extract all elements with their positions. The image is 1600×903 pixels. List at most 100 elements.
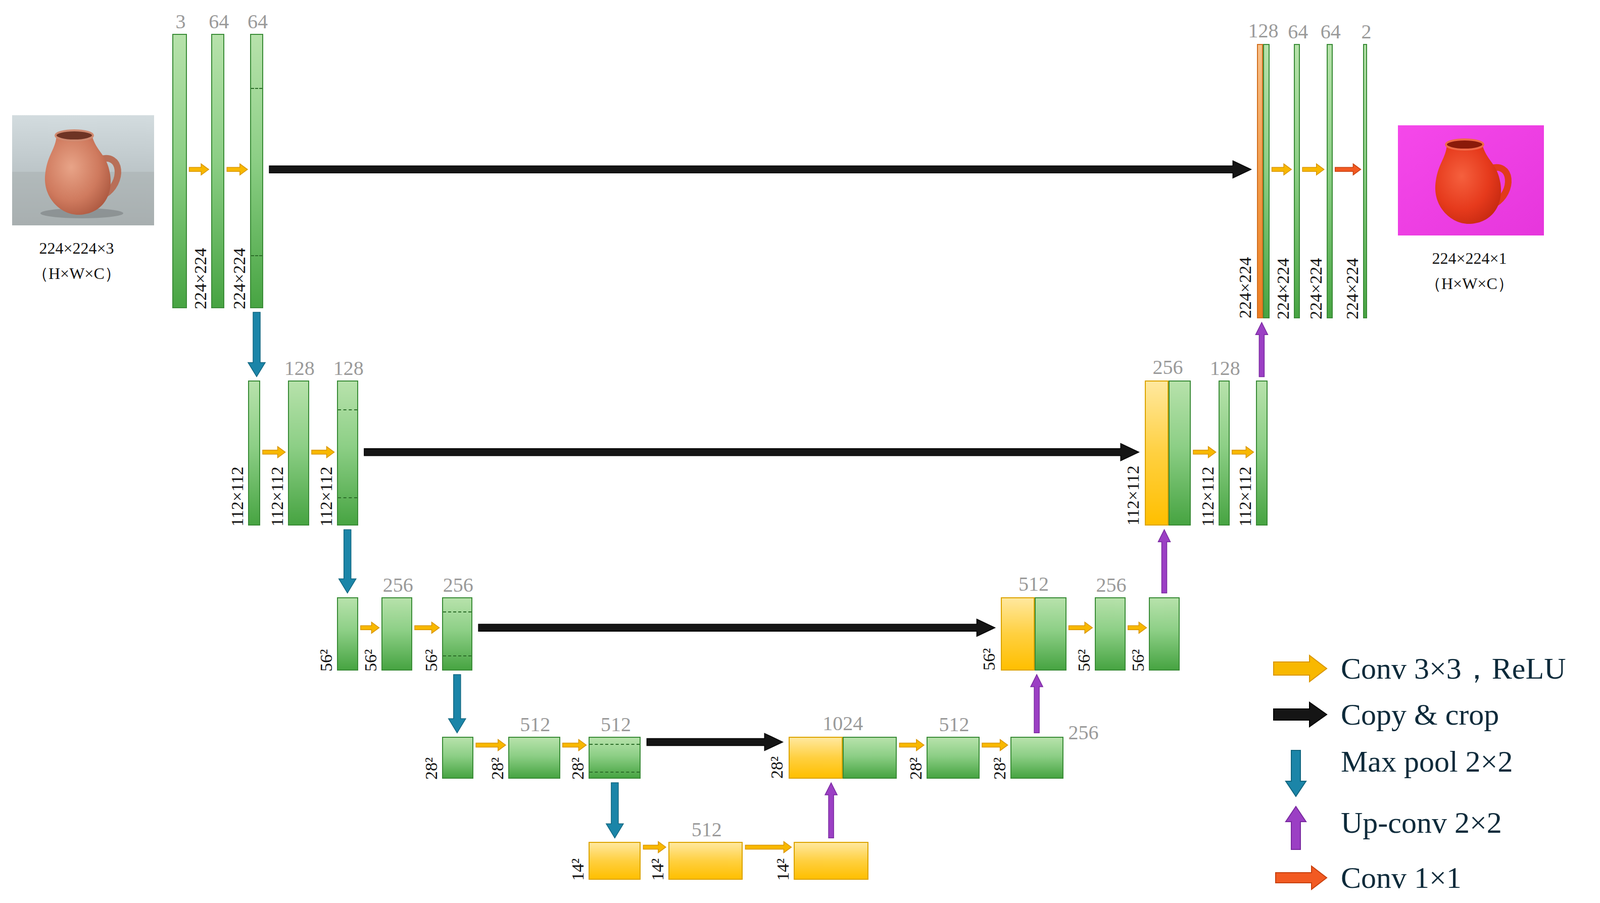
pool-arrow <box>338 529 357 593</box>
conv-arrow <box>899 739 925 751</box>
conv-arrow <box>189 163 210 175</box>
feature-size: 112×112 <box>1236 466 1254 527</box>
legend-conv-arrow <box>1273 655 1327 682</box>
feature-size: 56² <box>1129 649 1147 672</box>
channel-count: 128 <box>333 358 364 379</box>
mask-background <box>1397 125 1544 236</box>
feature-size: 224×224 <box>1274 258 1292 320</box>
crop-line <box>251 87 263 257</box>
feature-size: 224×224 <box>1307 258 1325 320</box>
upconv-arrow <box>1030 674 1043 733</box>
feature-size: 112×112 <box>228 466 247 527</box>
feature-map: 112×112 <box>248 380 261 526</box>
upconv-arrow <box>1158 529 1171 593</box>
conv-arrow <box>226 163 248 175</box>
upconv-arrow <box>1255 322 1268 377</box>
legend-text: Max pool 2×2 <box>1340 746 1514 777</box>
pot-rim <box>55 130 93 141</box>
channel-count: 512 <box>938 714 969 735</box>
feature-size: 56² <box>317 649 335 672</box>
upsampled-feature-map <box>1168 380 1191 526</box>
channel-count: 64 <box>247 11 268 32</box>
feature-size: 112×112 <box>317 466 335 527</box>
conv-arrow <box>1272 163 1292 175</box>
feature-size: 224×224 <box>1343 258 1362 320</box>
conv-arrow <box>262 446 286 458</box>
feature-size: 14² <box>649 858 667 881</box>
feature-map: 56² <box>1148 597 1180 671</box>
upsampled-feature-map <box>1034 597 1067 671</box>
feature-size: 56² <box>422 649 441 672</box>
feature-map: 256112×112 <box>1144 380 1191 526</box>
input-photo <box>12 115 155 226</box>
feature-size: 56² <box>980 648 998 671</box>
image-caption: （H×W×C） <box>1425 275 1514 292</box>
feature-map: 64224×224 <box>250 33 264 309</box>
copied-feature-map <box>1256 43 1264 319</box>
conv-arrow <box>414 621 440 634</box>
conv-arrow <box>982 739 1008 751</box>
feature-size: 28² <box>991 757 1009 780</box>
copy-arrow <box>478 618 995 637</box>
image-caption: （H×W×C） <box>32 265 121 282</box>
channel-count: 64 <box>1320 21 1341 42</box>
feature-map: 28² <box>442 736 474 779</box>
legend-text: Copy & crop <box>1340 699 1499 730</box>
pool-arrow <box>606 782 624 838</box>
legend-text: Up-conv 2×2 <box>1340 807 1502 838</box>
feature-size: 224×224 <box>230 248 249 310</box>
feature-map: 25628² <box>1010 736 1064 779</box>
conv-arrow <box>562 739 587 751</box>
copied-feature-map <box>1144 380 1169 526</box>
feature-map: 51256² <box>1000 597 1066 671</box>
crop-line <box>589 743 640 773</box>
feature-size: 56² <box>362 649 380 672</box>
feature-map: 51228² <box>588 736 641 779</box>
feature-size: 224×224 <box>191 248 210 310</box>
feature-size: 28² <box>569 757 587 780</box>
channel-count: 256 <box>1152 357 1184 378</box>
feature-map: 25656² <box>1094 597 1126 671</box>
feature-map: 64224×224 <box>1293 43 1300 319</box>
channel-count: 256 <box>1068 722 1099 743</box>
channel-count: 256 <box>1095 574 1127 596</box>
image-caption: 224×224×1 <box>1431 250 1507 267</box>
feature-map: 14² <box>588 841 641 880</box>
conv-arrow <box>360 621 380 634</box>
feature-size: 112×112 <box>1199 466 1217 527</box>
copy-arrow <box>269 160 1251 178</box>
channel-count: 2 <box>1361 21 1372 42</box>
copy-arrow <box>646 733 783 751</box>
copy-arrow <box>364 443 1139 461</box>
channel-count: 3 <box>175 11 186 32</box>
crop-line <box>337 409 358 499</box>
legend-upconv-arrow <box>1285 806 1306 850</box>
channel-count: 512 <box>691 819 722 840</box>
feature-size: 14² <box>774 858 792 881</box>
legend-samples <box>1273 655 1327 890</box>
channel-count: 128 <box>1247 20 1279 41</box>
feature-map: 102428² <box>788 736 897 779</box>
conv-arrow <box>1302 163 1325 175</box>
channel-count: 512 <box>519 714 551 735</box>
conv-arrow <box>1128 621 1147 634</box>
channel-count: 1024 <box>822 713 863 734</box>
pool-arrow <box>448 674 466 733</box>
channel-count: 256 <box>382 574 414 596</box>
channel-count: 512 <box>1018 573 1049 595</box>
copied-feature-map <box>788 736 843 779</box>
copied-feature-map <box>1000 597 1035 671</box>
feature-map: 14² <box>793 841 868 880</box>
feature-size: 28² <box>907 757 925 780</box>
conv-arrow <box>1193 446 1217 458</box>
image-caption: 224×224×3 <box>38 239 114 257</box>
feature-size: 56² <box>1075 649 1093 672</box>
conv-arrow <box>1232 446 1254 458</box>
channel-count: 512 <box>600 714 632 735</box>
feature-map: 51214² <box>668 841 743 880</box>
feature-map: 128112×112 <box>1218 380 1230 526</box>
legend-text: Conv 1×1 <box>1340 862 1462 893</box>
feature-size: 112×112 <box>1124 465 1142 526</box>
upsampled-feature-map <box>842 736 897 779</box>
